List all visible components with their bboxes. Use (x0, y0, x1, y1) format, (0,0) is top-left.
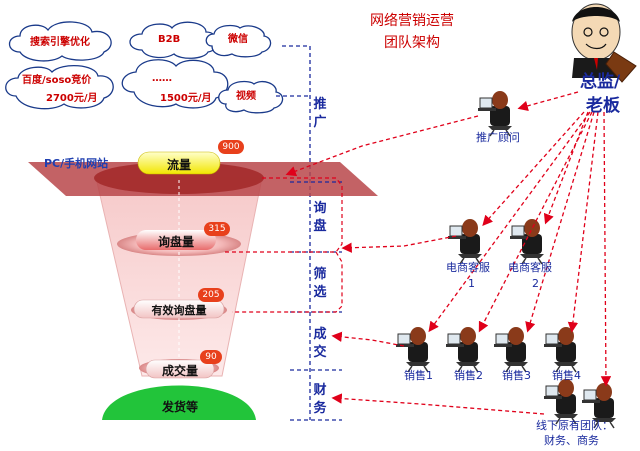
platform-label: PC/手机网站 (44, 157, 109, 170)
boss-icon (571, 3, 637, 83)
stage-label-inquiry: 询盘 (313, 201, 327, 234)
cloud-label-video: 视频 (236, 91, 256, 102)
tier-label-traffic: 流量 (166, 158, 191, 172)
tier-pill-traffic (137, 151, 221, 175)
sales-3-label: 销售3 (502, 369, 531, 382)
sales-2-label: 销售2 (454, 369, 483, 382)
tier-pill-inquiry (136, 230, 216, 250)
boss-label-line-1: 总监/ (580, 72, 621, 92)
boss-label-line-2: 老板 (586, 96, 620, 116)
tier-pill-deal (145, 359, 215, 379)
sales-1-icon (396, 327, 430, 373)
offline-2-icon (582, 383, 616, 429)
cloud-wechat (205, 24, 272, 58)
cloud-b2b (129, 21, 219, 59)
cs1-icon (448, 219, 482, 265)
tier-label-shipping: 发货等 (161, 400, 198, 414)
cs2-icon (510, 219, 544, 265)
cloud-sub-baidu: 2700元/月 (46, 93, 98, 104)
badge-inquiry-count: 315 (204, 222, 230, 236)
sales-4-label: 销售4 (552, 369, 581, 382)
badge-traffic-count: 900 (218, 140, 244, 154)
cloud-shapes (5, 21, 284, 114)
cloud-label-seo: 搜索引擎优化 (30, 37, 90, 48)
tier-pill-valid (133, 299, 225, 319)
cs1-label-line-2: 1 (468, 277, 475, 290)
diagram-title-line-1: 网络营销运营 (370, 13, 454, 29)
offline-team-label-line-2: 财务、商务 (544, 434, 599, 447)
tier-label-valid: 有效询盘量 (151, 304, 207, 317)
promoter-label: 推广顾问 (476, 131, 520, 144)
arrow-boss-to-cs2 (543, 111, 589, 225)
badge-deal-count: 90 (200, 350, 222, 364)
arrow-boss-to-sales3 (525, 111, 595, 333)
arrow-boss-to-sales4 (567, 111, 599, 333)
sales-2-icon (446, 327, 480, 373)
tier-label-inquiry: 询盘量 (157, 235, 194, 249)
cloud-label-baidu: 百度/soso竞价 (22, 75, 92, 86)
diagram-title-line-2: 团队架构 (384, 35, 440, 51)
funnel-top-disc (94, 162, 264, 194)
cloud-video (218, 80, 284, 114)
sales-1-label: 销售1 (404, 369, 433, 382)
cs2-label-line-1: 电商客服 (508, 261, 552, 274)
red-bracket (222, 177, 343, 313)
sales-3-icon (494, 327, 528, 373)
stage-label-screening: 筛选 (313, 267, 327, 300)
cs2-label-line-2: 2 (532, 277, 539, 290)
sales-4-icon (544, 327, 578, 373)
cloud-label-wechat: 微信 (228, 34, 248, 45)
stage-label-deal: 成交 (313, 327, 327, 360)
cloud-baidu (5, 65, 114, 110)
cs1-label-line-1: 电商客服 (446, 261, 490, 274)
cloud-other (121, 59, 229, 109)
arrow-sales-to-deal (331, 331, 405, 347)
badge-valid-count: 205 (198, 288, 224, 302)
ground-dome (102, 385, 256, 420)
arrow-offline-to-finance (331, 393, 545, 415)
cloud-sub-other: 1500元/月 (160, 93, 212, 104)
promoter-icon (478, 91, 512, 137)
people-icons (571, 3, 637, 83)
stage-label-promotion: 推广 (313, 97, 327, 130)
cloud-label-other: …… (152, 73, 172, 84)
arrow-promoter-to-funnel (285, 115, 479, 177)
arrow-boss-to-sales2 (478, 111, 593, 333)
arrow-boss-to-sales1 (428, 111, 591, 333)
stage-label-finance: 财务 (313, 383, 327, 416)
cloud-label-b2b: B2B (158, 34, 181, 45)
arrow-cs-to-inquiry (341, 235, 457, 253)
offline-1-icon (544, 379, 578, 425)
tier-label-deal: 成交量 (161, 364, 198, 378)
promo-dashes (276, 45, 311, 420)
offline-team-label-line-1: 线下原有团队： (536, 419, 613, 432)
funnel (28, 151, 378, 420)
cloud-seo (8, 21, 112, 62)
arrow-boss-to-promoter (517, 91, 579, 111)
arrow-boss-to-offline (600, 111, 612, 387)
